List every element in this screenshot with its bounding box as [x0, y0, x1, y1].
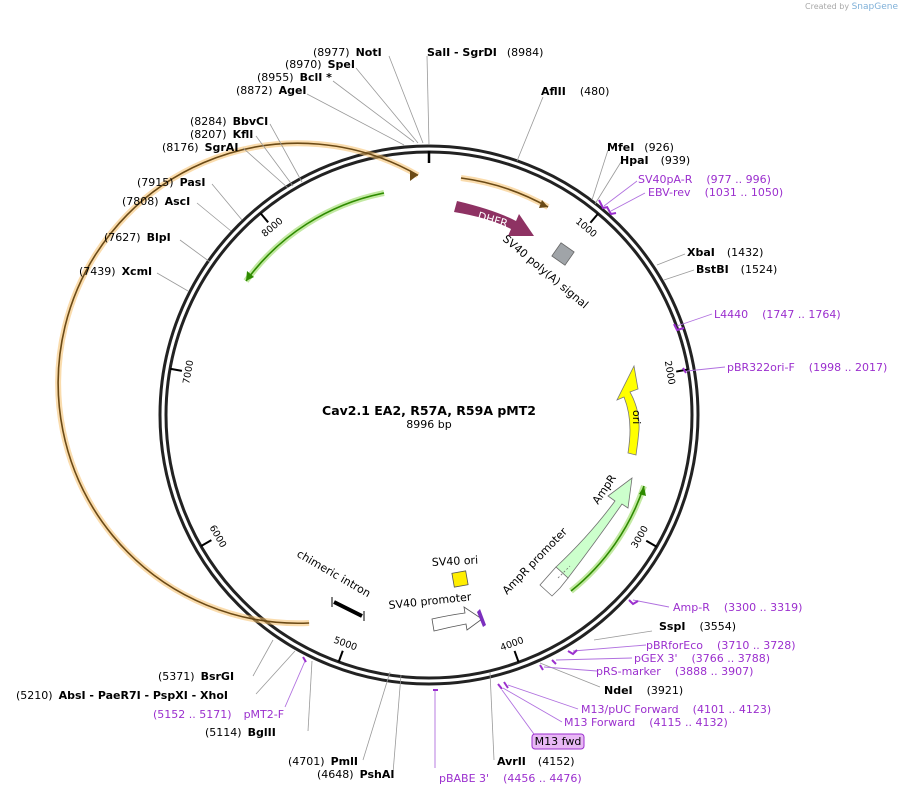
- site-ndei[interactable]: NdeI(3921): [604, 684, 683, 697]
- site-bsrgi[interactable]: (5371)BsrGI: [158, 670, 234, 683]
- site-bstbi[interactable]: BstBI(1524): [696, 263, 777, 276]
- primer-amp-r[interactable]: Amp-R(3300 .. 3319): [673, 601, 802, 614]
- tick-label-7000: 7000: [181, 359, 196, 385]
- orf-arc-upper-left: [245, 192, 385, 282]
- primer-m13-forward[interactable]: M13 Forward(4115 .. 4132): [564, 716, 728, 729]
- plasmid-length: 8996 bp: [406, 418, 451, 431]
- site-avrii[interactable]: AvrII(4152): [497, 755, 574, 768]
- chimeric-intron-caps: [331, 597, 365, 621]
- credit-prefix: Created by: [805, 2, 850, 11]
- dhfr-arrow: [454, 201, 534, 236]
- primer-pbr322ori-f[interactable]: pBR322ori-F(1998 .. 2017): [727, 361, 887, 374]
- tick-mark-1000: [589, 212, 599, 224]
- chimeric-intron-bar: [333, 600, 363, 618]
- site-bbvci[interactable]: (8284)BbvCI: [190, 115, 268, 128]
- tick-label-5000: 5000: [332, 635, 358, 654]
- ampr-promoter-arrow: [539, 566, 569, 597]
- sv40-polya-box: [551, 242, 575, 266]
- primer-prs-marker[interactable]: pRS-marker(3888 .. 3907): [596, 665, 753, 678]
- tick-label-4000: 4000: [499, 635, 525, 654]
- tick-label-2000: 2000: [662, 360, 677, 386]
- orf-arc-large: [57, 142, 419, 625]
- ori-arrow: [616, 364, 640, 456]
- leader-lines: [156, 55, 695, 774]
- site-spei[interactable]: (8970)SpeI: [285, 58, 355, 71]
- primer-ebv-rev[interactable]: EBV-rev(1031 .. 1050): [648, 186, 783, 199]
- ampr-arrow: [555, 477, 633, 579]
- sv40-promoter-primer-mark: [477, 609, 486, 627]
- restriction-sites: (8977)NotI SalI - SgrDI(8984) (8970)SpeI…: [16, 46, 777, 781]
- site-asci[interactable]: (7808)AscI: [122, 195, 190, 208]
- site-sspi[interactable]: SspI(3554): [659, 620, 736, 633]
- tick-mark-8000: [259, 212, 269, 223]
- orf-arc-top-glow: [460, 175, 550, 210]
- primer-leader-lines: [284, 180, 726, 768]
- orf-arc-large-arrowhead: [410, 170, 418, 181]
- site-xbai[interactable]: XbaI(1432): [687, 246, 763, 259]
- site-bglii[interactable]: (5114)BglII: [205, 726, 276, 739]
- primer-sv40pa-r[interactable]: SV40pA-R(977 .. 996): [638, 173, 771, 186]
- tick-mark-4000: [513, 650, 520, 663]
- primer-markers: [302, 199, 687, 691]
- m13-fwd-badge[interactable]: [531, 733, 585, 750]
- tick-mark-7000: [169, 367, 183, 372]
- primer-m13-puc-forward[interactable]: M13/pUC Forward(4101 .. 4123): [581, 703, 771, 716]
- sv40-ori-box: [451, 570, 469, 588]
- tick-label-1000: 1000: [573, 216, 599, 240]
- site-pmli[interactable]: (4701)PmlI: [288, 755, 358, 768]
- plasmid-name: Cav2.1 EA2, R57A, R59A pMT2: [322, 403, 536, 418]
- tick-mark-2000: [676, 368, 689, 373]
- backbone-outer-ring: [158, 144, 700, 686]
- site-hpai[interactable]: HpaI(939): [620, 154, 690, 167]
- dhfr-label: DHFR: [476, 209, 509, 230]
- site-blpi[interactable]: (7627)BlpI: [104, 231, 171, 244]
- primer-pmt2-f[interactable]: (5152 .. 5171)pMT2-F: [153, 708, 284, 721]
- site-absi-xhoi[interactable]: (5210)AbsI - PaeR7I - PspXI - XhoI: [16, 689, 228, 702]
- ori-label: ori: [630, 410, 643, 424]
- primer-labels: SV40pA-R(977 .. 996) EBV-rev(1031 .. 105…: [153, 173, 887, 785]
- sv40-polya-label: SV40 poly(A) signal: [500, 232, 591, 311]
- orf-arc-lower-right-arrowhead: [639, 486, 646, 496]
- snapgene-credit: Created by SnapGene: [805, 2, 898, 12]
- m13-fwd-badge-label: M13 fwd: [535, 735, 582, 748]
- site-sali-sgrdi[interactable]: SalI - SgrDI(8984): [427, 46, 543, 59]
- orf-arc-top-arrowhead: [539, 200, 548, 208]
- site-xcmi[interactable]: (7439)XcmI: [79, 265, 152, 278]
- tick-label-3000: 3000: [629, 524, 651, 550]
- sv40-ori-label: SV40 ori: [431, 554, 478, 569]
- primer-l4440[interactable]: L4440(1747 .. 1764): [714, 308, 841, 321]
- site-sgrai[interactable]: (8176)SgrAI: [162, 141, 238, 154]
- tick-label-6000: 6000: [207, 523, 229, 549]
- tick-mark-5000: [337, 650, 344, 663]
- snapgene-logo-text: SnapGene: [851, 2, 898, 12]
- tick-mark-3000: [645, 539, 658, 548]
- primer-pbrforeco[interactable]: pBRforEco(3710 .. 3728): [646, 639, 796, 652]
- site-pasi[interactable]: (7915)PasI: [137, 176, 205, 189]
- orf-arc-upper-left-arrowhead: [246, 271, 254, 281]
- tick-mark-6000: [200, 539, 212, 547]
- site-pshai[interactable]: (4648)PshAI: [317, 768, 394, 781]
- orf-arc-lower-right: [570, 485, 645, 592]
- site-mfei[interactable]: MfeI(926): [607, 141, 674, 154]
- ampr-promoter-junction: [557, 565, 571, 579]
- site-aflii[interactable]: AflII(480): [541, 85, 609, 98]
- site-bcli[interactable]: (8955)BclI *: [257, 71, 332, 84]
- site-noti[interactable]: (8977)NotI: [313, 46, 382, 59]
- site-kfli[interactable]: (8207)KflI: [190, 128, 253, 141]
- sv40-promoter-arrow: [431, 606, 483, 632]
- chimeric-intron-label: chimeric intron: [295, 547, 373, 600]
- primer-pbabe3[interactable]: pBABE 3'(4456 .. 4476): [439, 772, 582, 785]
- sv40-promoter-label: SV40 promoter: [388, 590, 472, 612]
- site-agei[interactable]: (8872)AgeI: [236, 84, 307, 97]
- primer-pgex3[interactable]: pGEX 3'(3766 .. 3788): [634, 652, 770, 665]
- tick-label-8000: 8000: [260, 216, 286, 240]
